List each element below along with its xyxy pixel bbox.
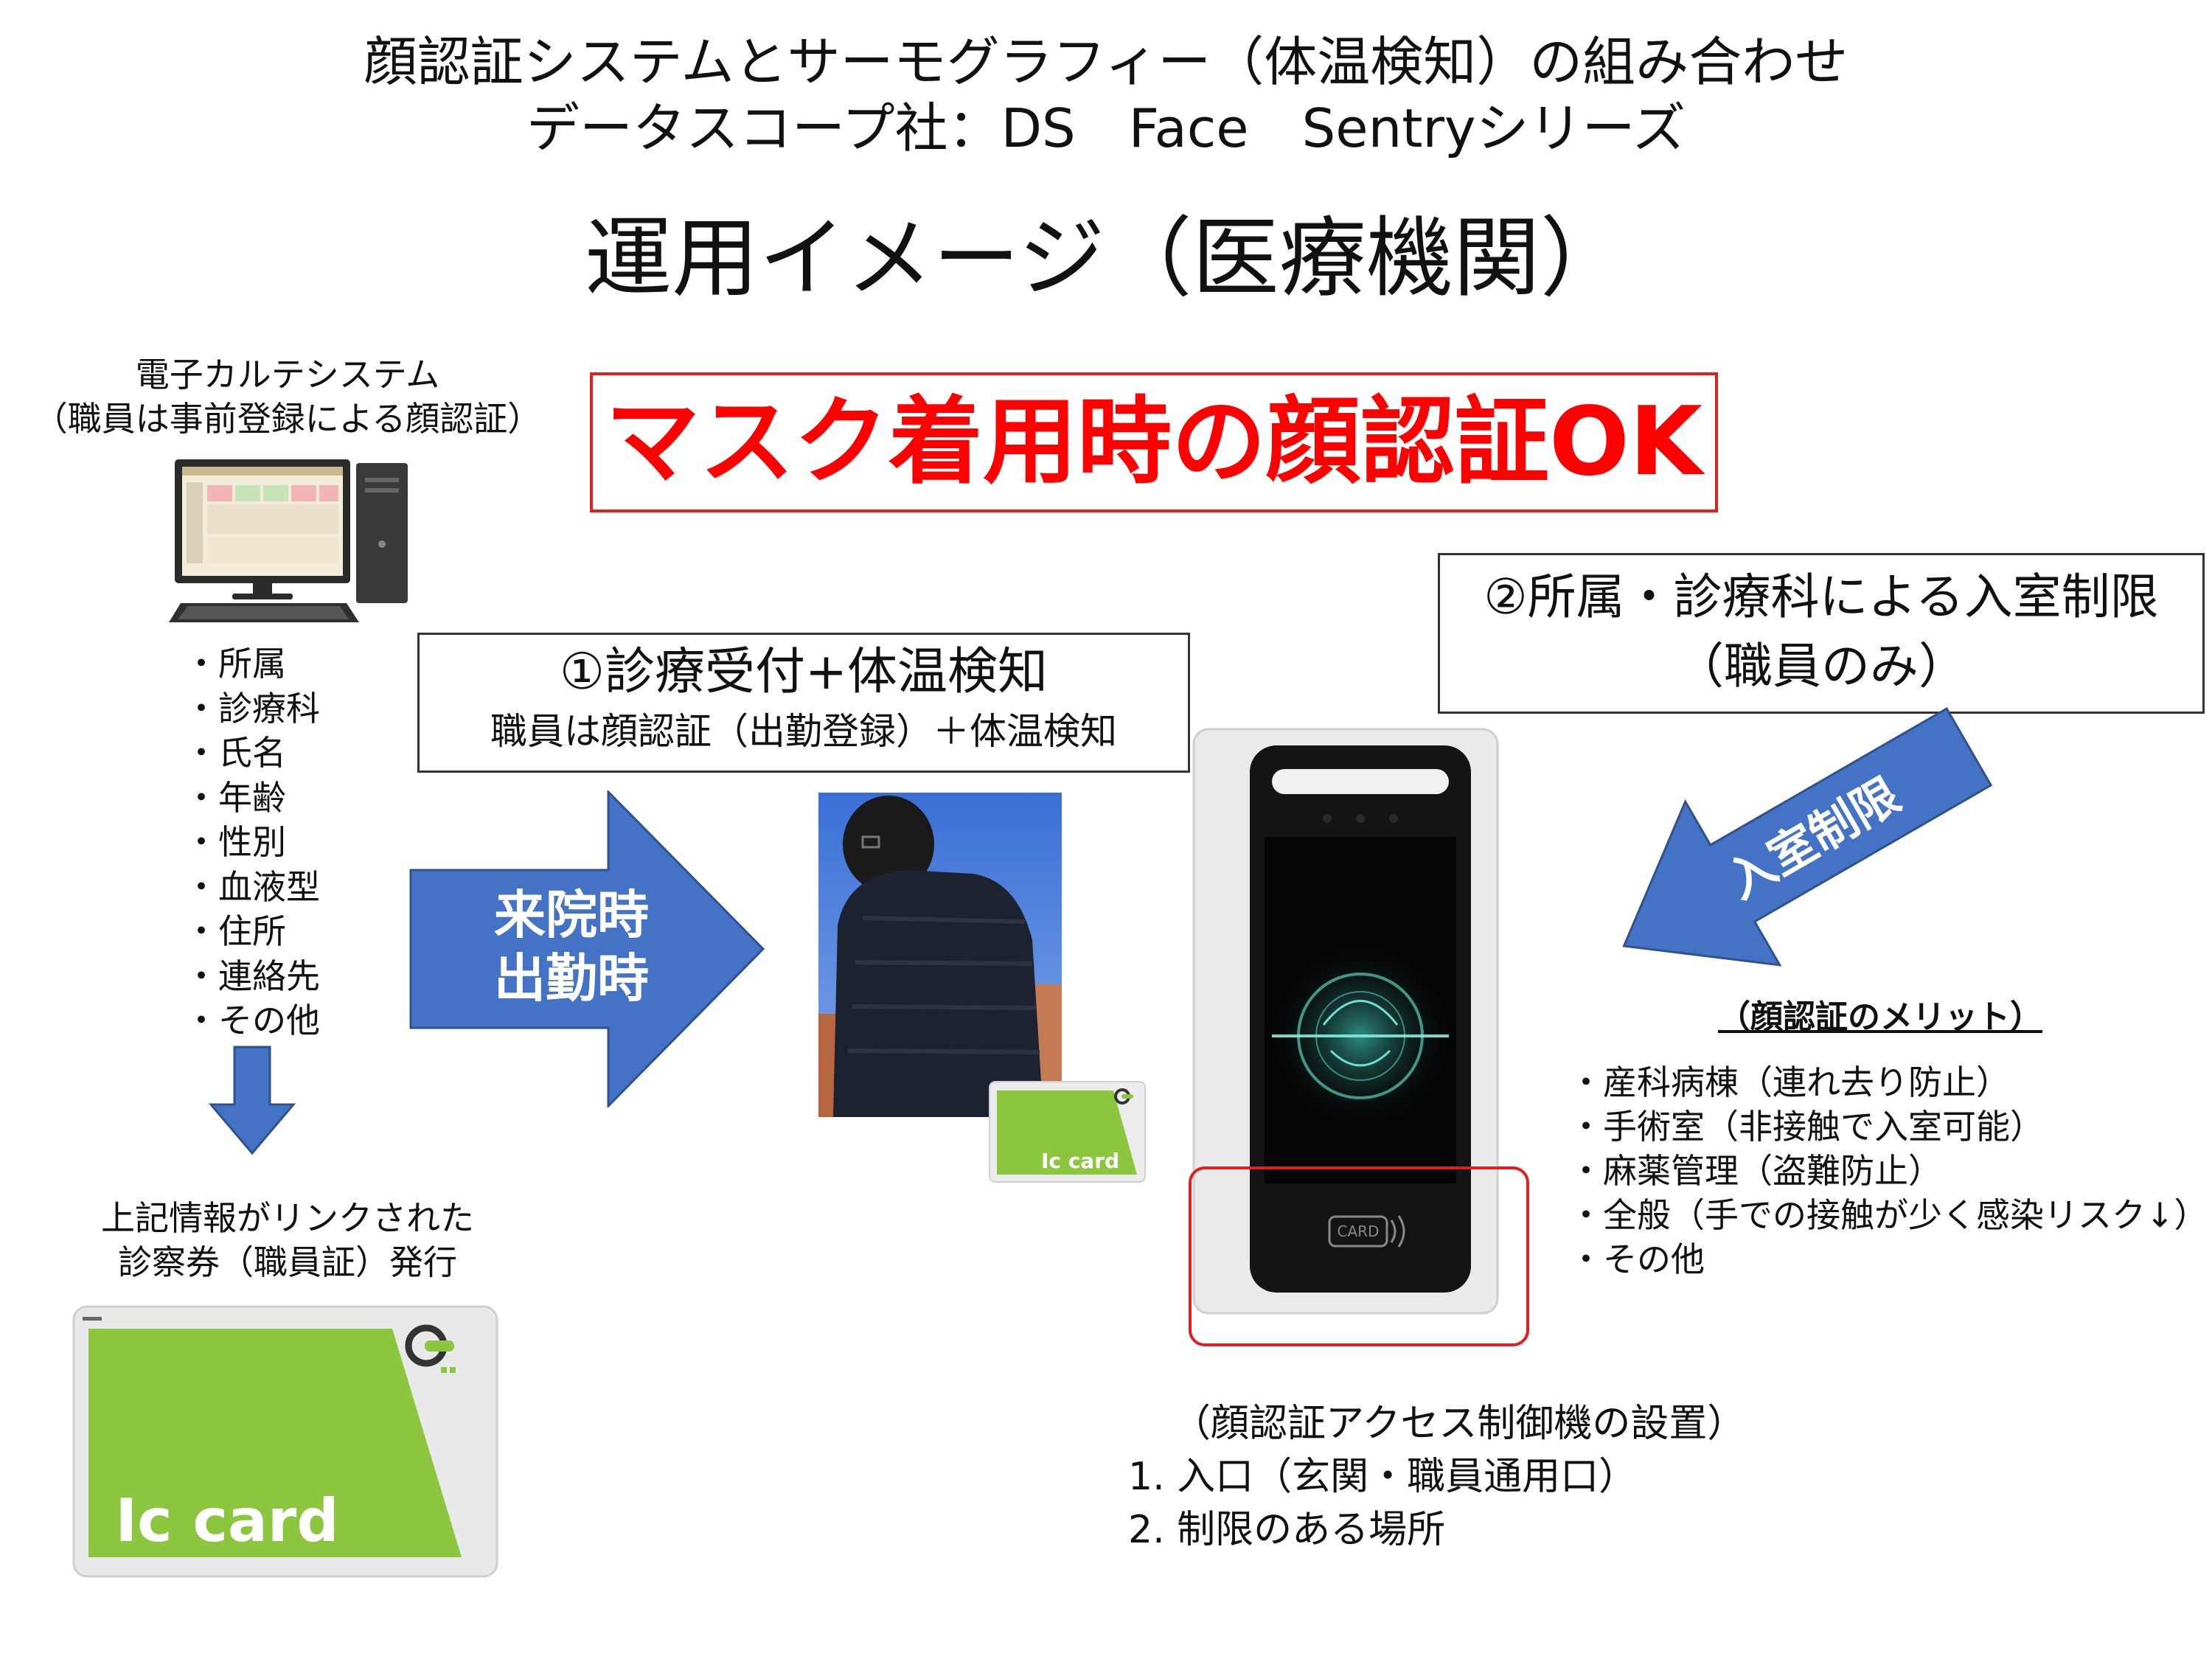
arrival-arrow-label-1: 来院時 <box>494 885 649 945</box>
list-item: ・手術室（非接触で入室可能） <box>1569 1107 2044 1147</box>
title-line-2: データスコープ社：DS Face Sentryシリーズ <box>526 97 1686 159</box>
arrival-arrow-icon <box>409 790 765 1107</box>
arrival-arrow-label-2: 出勤時 <box>494 948 649 1009</box>
list-item: ・麻薬管理（盗難防止） <box>1569 1151 1942 1191</box>
list-item: ・所属 <box>184 644 286 684</box>
mask-banner: マスク着用時の顔認証OK <box>605 387 1703 497</box>
list-item: ・連絡先 <box>184 956 320 996</box>
ic-card-large: Ic card <box>72 1305 498 1578</box>
list-item: 1. 入口（玄関・職員通用口） <box>1128 1455 1638 1499</box>
ehr-system-note: （職員は事前登録による顔認証） <box>33 399 542 439</box>
device-card-label: CARD <box>1338 1222 1380 1240</box>
ehr-item-list: ・所属 ・診療科 ・氏名 ・年齢 ・性別 ・血液型 ・住所 ・連絡先 ・その他 <box>184 641 320 1043</box>
installation-title: （顔認証アクセス制御機の設置） <box>1172 1402 1746 1446</box>
page-heading: 運用イメージ（医療機関） <box>585 207 1627 309</box>
ic-card-small-label: Ic card <box>1041 1149 1119 1173</box>
merits-title: （顔認証のメリット） <box>1718 998 2042 1036</box>
list-item: ・血液型 <box>184 866 320 907</box>
down-arrow-icon <box>208 1046 296 1155</box>
step1-subtitle: 職員は顔認証（出勤登録）＋体温検知 <box>490 710 1117 753</box>
step1-box <box>417 633 1190 773</box>
step1-title: ①診療受付+体温検知 <box>560 643 1048 701</box>
card-issue-label-2: 診察券（職員証）発行 <box>118 1242 457 1282</box>
step2-box <box>1438 553 2205 714</box>
list-item: ・性別 <box>184 822 286 862</box>
ehr-system-label: 電子カルテシステム <box>135 355 440 394</box>
merits-list: ・産科病棟（連れ去り防止） ・手術室（非接触で入室可能） ・麻薬管理（盗難防止）… <box>1569 1060 2208 1281</box>
title-line-1: 顔認証システムとサーモグラフィー（体温検知）の組み合わせ <box>364 31 1848 93</box>
computer-icon <box>169 459 408 622</box>
list-item: ・産科病棟（連れ去り防止） <box>1569 1062 2010 1102</box>
restriction-arrow-icon <box>1622 706 1993 967</box>
list-item: ・氏名 <box>184 733 286 773</box>
list-item: ・その他 <box>1569 1239 1705 1279</box>
ic-card-label: Ic card <box>115 1486 338 1555</box>
installation-section: （顔認証アクセス制御機の設置） 1. 入口（玄関・職員通用口） 2. 制限のある… <box>1128 1397 1745 1557</box>
list-item: ・全般（手での接触が少く感染リスク↓） <box>1569 1195 2208 1235</box>
ic-card-small: Ic card <box>989 1081 1146 1183</box>
list-item: 2. 制限のある場所 <box>1128 1508 1446 1552</box>
list-item: ・住所 <box>184 911 286 951</box>
mask-banner-frame <box>590 372 1718 512</box>
step2-title: ②所属・診療科による入室制限 <box>1484 568 2159 625</box>
person-photo <box>818 793 1062 1117</box>
card-issue-label-1: 上記情報がリンクされた <box>101 1198 474 1238</box>
step2-subtitle: （職員のみ） <box>1675 638 1967 695</box>
list-item: ・診療科 <box>184 688 320 728</box>
list-item: ・年齢 <box>184 777 286 818</box>
card-reader-highlight <box>1189 1166 1529 1346</box>
list-item: ・その他 <box>184 1001 320 1040</box>
